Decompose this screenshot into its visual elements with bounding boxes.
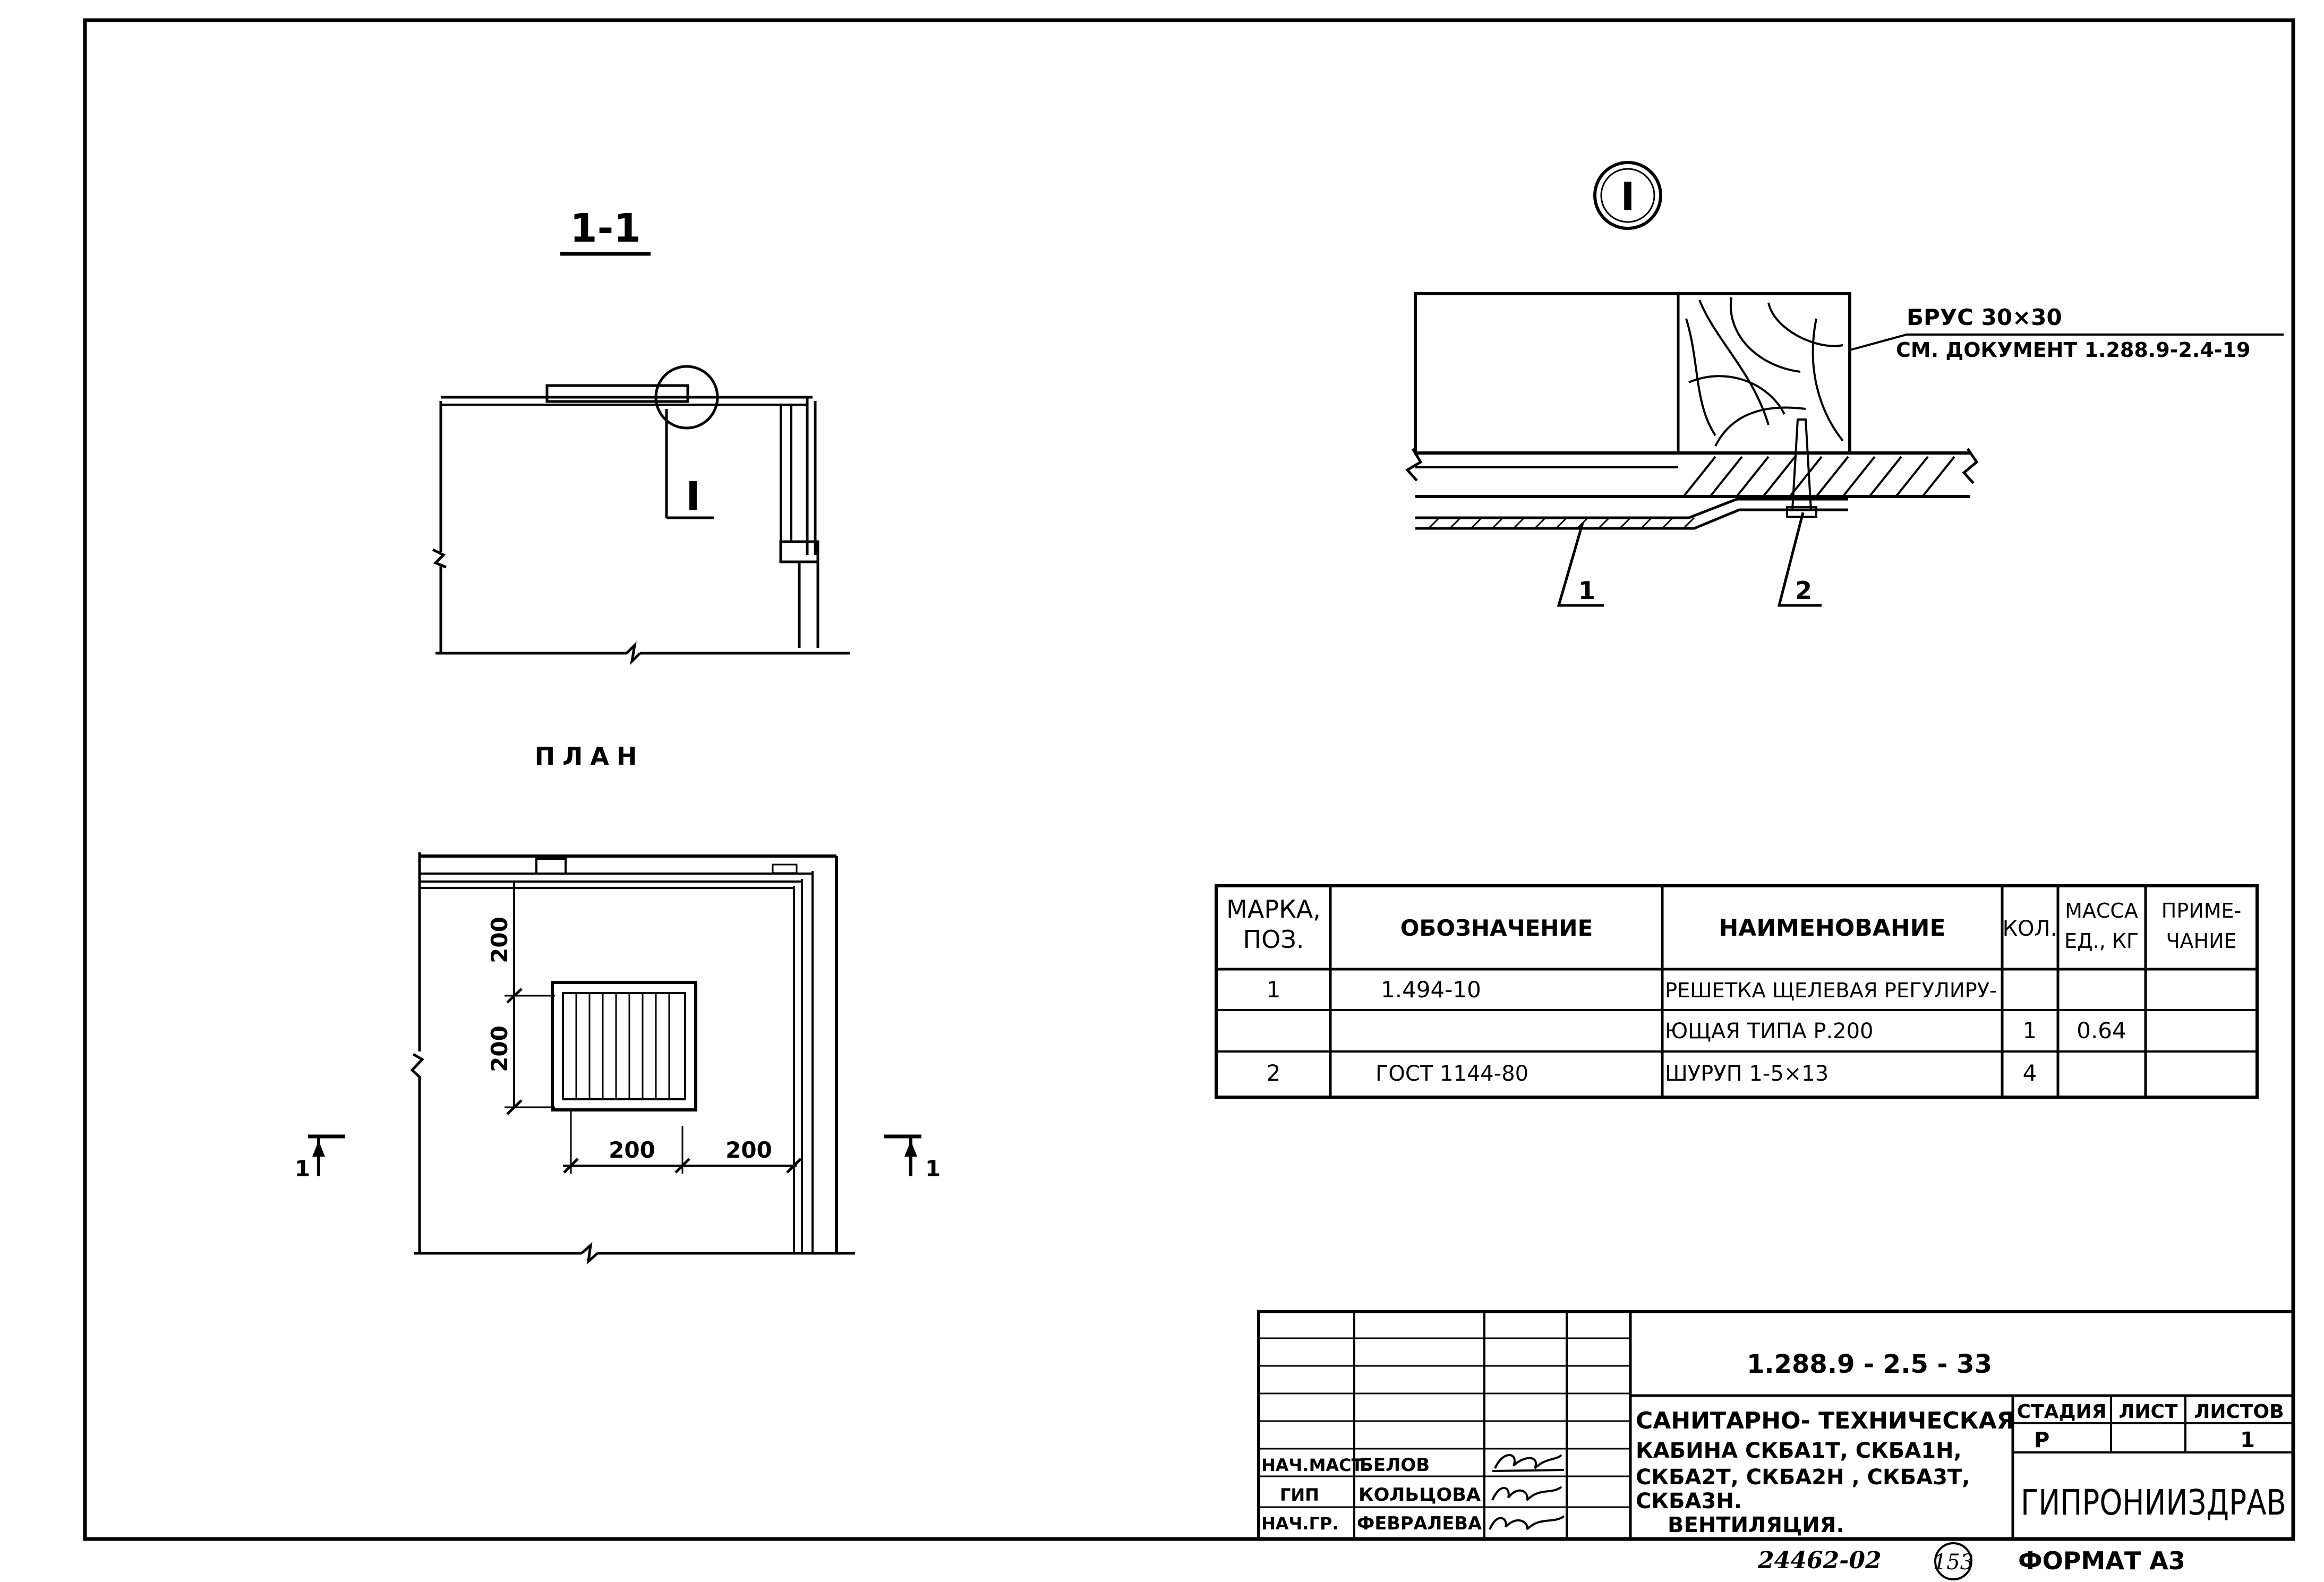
title-line-4: СКБА3Н. xyxy=(1636,1489,1742,1513)
row3-name: ШУРУП 1-5×13 xyxy=(1665,1062,1829,1086)
row3-designation: ГОСТ 1144-80 xyxy=(1375,1062,1528,1086)
detail-I-label: I xyxy=(1621,174,1635,219)
sheet-header: ЛИСТ xyxy=(2118,1401,2177,1423)
detail-leader-1: 1 xyxy=(1578,576,1595,605)
title-block: 1.288.9 - 2.5 - 33 САНИТАРНО- ТЕХНИЧЕСКА… xyxy=(1257,1310,2295,1541)
doc-code: 1.288.9 - 2.5 - 33 xyxy=(1747,1349,1992,1379)
row2-qty: 1 xyxy=(2023,1017,2037,1044)
page-number: 153 xyxy=(1933,1550,1973,1575)
th-mark-1: МАРКА, xyxy=(1226,895,1321,923)
staff-role-1: НАЧ.МАСТ. xyxy=(1261,1455,1370,1475)
plan-label: ПЛАН xyxy=(535,742,645,771)
plan-dim-3: 200 xyxy=(609,1137,655,1163)
stage-header: СТАДИЯ xyxy=(2017,1401,2107,1423)
sheets-header: ЛИСТОВ xyxy=(2194,1401,2284,1423)
sheet-border xyxy=(83,18,2295,1541)
row2-name: ЮЩАЯ ТИПА Р.200 xyxy=(1665,1019,1874,1044)
th-mass-1: МАССА xyxy=(2065,899,2138,922)
detail-I: I xyxy=(1405,161,2284,607)
row3-mark: 2 xyxy=(1267,1060,1281,1086)
th-mark-2: ПОЗ. xyxy=(1243,925,1304,954)
th-qty: КОЛ. xyxy=(2003,917,2057,941)
staff-name-2: КОЛЬЦОВА xyxy=(1358,1484,1481,1506)
section-mark-right: 1 xyxy=(925,1156,941,1182)
th-name: НАИМЕНОВАНИЕ xyxy=(1719,914,1945,942)
signature-2 xyxy=(1491,1486,1562,1501)
inventory-number: 24462-02 xyxy=(1757,1547,1882,1574)
stage-value: Р xyxy=(2034,1428,2049,1452)
detail-note-line2: СМ. ДОКУМЕНТ 1.288.9-2.4-19 xyxy=(1896,338,2250,362)
section-1-1-label: 1-1 xyxy=(570,206,641,251)
title-line-2: КАБИНА СКБА1Т, СКБА1Н, xyxy=(1636,1439,1962,1463)
staff-name-3: ФЕВРАЛЕВА xyxy=(1357,1513,1482,1534)
staff-role-2: ГИП xyxy=(1280,1485,1319,1505)
staff-role-3: НАЧ.ГР. xyxy=(1261,1513,1339,1534)
row1-name: РЕШЕТКА ЩЕЛЕВАЯ РЕГУЛИРУ- xyxy=(1665,979,1997,1002)
footer: 24462-02 153 ФОРМАТ А3 xyxy=(1757,1542,2185,1580)
title-line-5: ВЕНТИЛЯЦИЯ. xyxy=(1668,1513,1844,1537)
grille-r200 xyxy=(551,981,697,1111)
detail-note-line1: БРУС 30×30 xyxy=(1907,304,2062,330)
signature-1 xyxy=(1492,1454,1565,1472)
row2-mass: 0.64 xyxy=(2077,1017,2126,1044)
th-note-2: ЧАНИЕ xyxy=(2166,929,2236,953)
title-line-1: САНИТАРНО- ТЕХНИЧЕСКАЯ xyxy=(1636,1407,2015,1434)
detail-callout-circle xyxy=(654,365,719,430)
section-1-1: 1-1 I xyxy=(432,206,850,665)
format-label: ФОРМАТ А3 xyxy=(2018,1546,2185,1575)
org-name: ГИПРОНИИЗДРАВ xyxy=(2021,1482,2286,1523)
plan-dim-1: 200 xyxy=(486,917,512,963)
th-mass-2: ЕД., КГ xyxy=(2064,929,2139,953)
detail-callout-label: I xyxy=(686,474,700,519)
sheets-value: 1 xyxy=(2240,1428,2255,1452)
th-note-1: ПРИМЕ- xyxy=(2161,899,2241,922)
row1-mark: 1 xyxy=(1267,977,1281,1003)
row1-designation: 1.494-10 xyxy=(1381,977,1481,1003)
staff-name-1: БЕЛОВ xyxy=(1360,1455,1430,1476)
row3-qty: 4 xyxy=(2023,1060,2037,1086)
section-mark-left: 1 xyxy=(295,1156,310,1182)
plan-view: ПЛАН 200 xyxy=(295,742,941,1265)
spec-table: МАРКА, ПОЗ. ОБОЗНАЧЕНИЕ НАИМЕНОВАНИЕ КОЛ… xyxy=(1215,884,2259,1099)
th-designation: ОБОЗНАЧЕНИЕ xyxy=(1400,915,1593,941)
title-line-3: СКБА2Т, СКБА2Н , СКБА3Т, xyxy=(1636,1465,1970,1490)
signature-3 xyxy=(1489,1515,1565,1530)
plan-dim-4: 200 xyxy=(725,1137,772,1163)
plan-dim-2: 200 xyxy=(486,1025,512,1072)
detail-leader-2: 2 xyxy=(1795,576,1812,605)
